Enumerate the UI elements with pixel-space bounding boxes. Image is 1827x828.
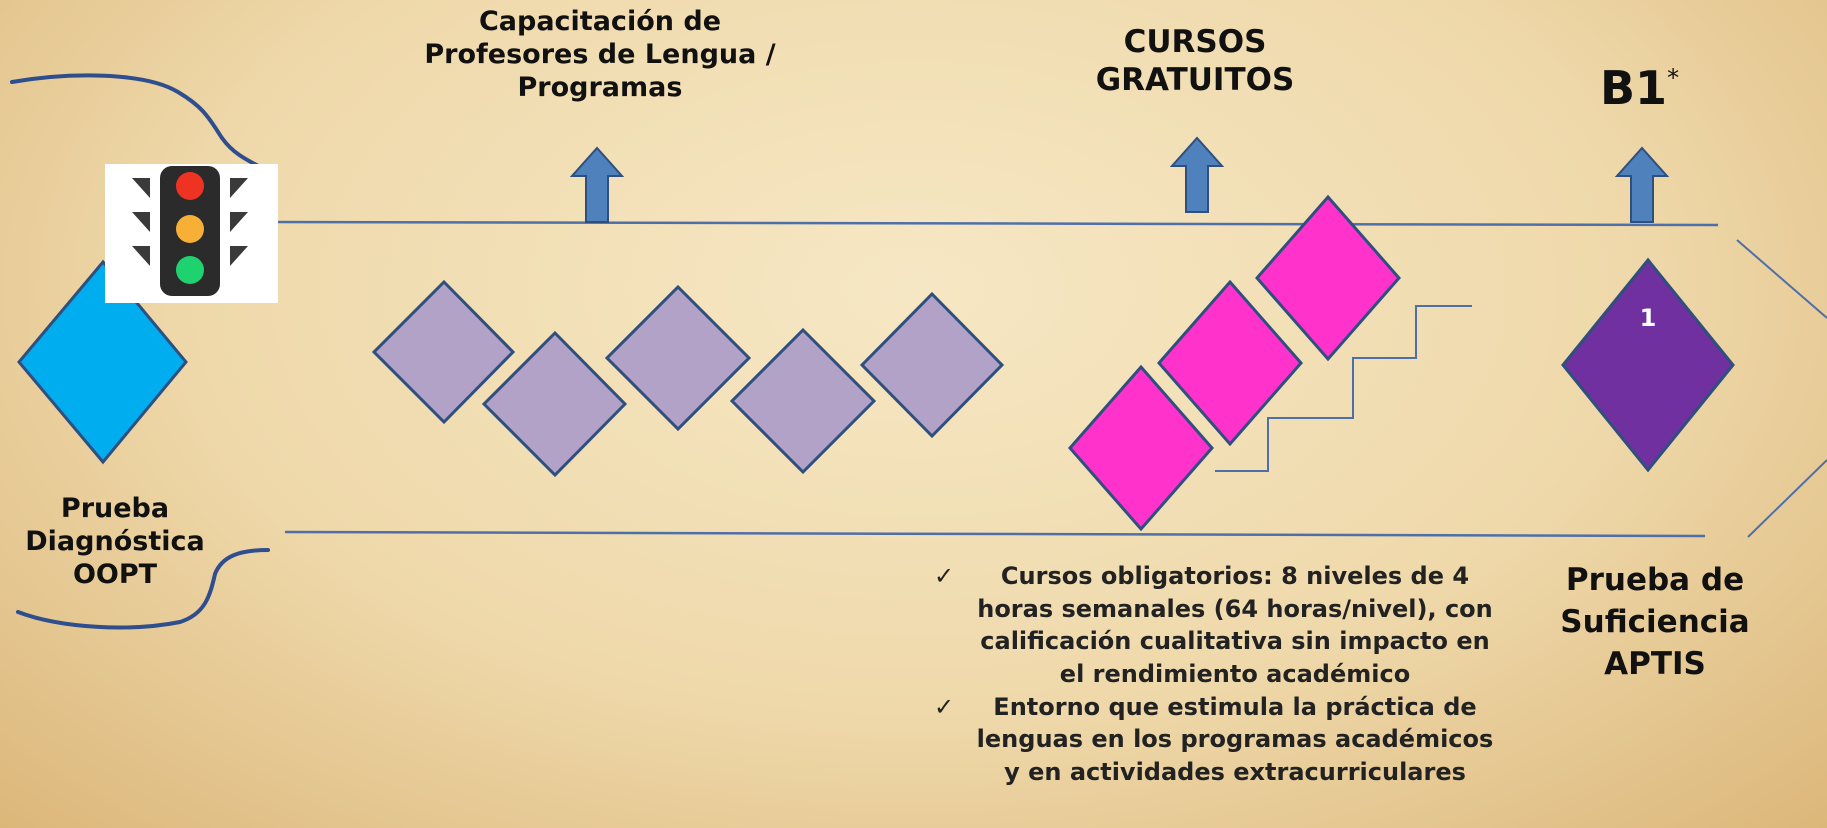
track-bottom-line (284, 530, 1706, 538)
course-level-diamond (481, 330, 628, 478)
aptis-line: Suficiencia (1560, 603, 1750, 640)
chevron-lower-line (1747, 459, 1827, 538)
b1-label: B1* (1600, 60, 1720, 116)
bullet-text: Entorno que estimula la práctica de leng… (976, 692, 1494, 786)
bullet-text: Cursos obligatorios: 8 niveles de 4 hora… (977, 562, 1493, 688)
b1-asterisk: * (1667, 64, 1680, 92)
aptis-line: APTIS (1604, 645, 1706, 682)
up-arrow-icon (1169, 136, 1225, 213)
cursos-gratuitos-label: CURSOS GRATUITOS (1060, 24, 1330, 100)
up-arrow-icon (1614, 146, 1670, 223)
free-course-diamond (1255, 194, 1401, 362)
course-level-diamond (371, 279, 516, 425)
b1-text: B1 (1600, 61, 1668, 115)
cursos-line: GRATUITOS (1095, 61, 1295, 98)
traffic-light-icon (105, 164, 278, 303)
capacitacion-line: Programas (517, 71, 683, 103)
staircase-line (1215, 305, 1472, 472)
course-level-diamond (604, 284, 752, 432)
course-level-diamond (729, 327, 877, 475)
aptis-diamond (1561, 257, 1735, 473)
cursos-line: CURSOS (1123, 24, 1267, 60)
bullet-item: ✓ Entorno que estimula la práctica de le… (934, 691, 1500, 789)
aptis-diamond-number: 1 (1639, 304, 1657, 332)
aptis-test-label: Prueba de Suficiencia APTIS (1510, 560, 1800, 686)
track-top-line (264, 220, 1719, 227)
checkmark-icon: ✓ (934, 692, 955, 721)
up-arrow-icon (569, 146, 625, 223)
capacitacion-label: Capacitación de Profesores de Lengua / P… (405, 6, 795, 105)
diagnostic-line: Diagnóstica (25, 525, 205, 557)
handdrawn-bottom-curve (16, 548, 270, 630)
bullet-list: ✓ Cursos obligatorios: 8 niveles de 4 ho… (934, 560, 1500, 789)
diagnostic-test-label: Prueba Diagnóstica OOPT (10, 493, 220, 592)
free-course-diamond (1068, 364, 1214, 532)
diagnostic-diamond (17, 259, 188, 465)
diagnostic-line: OOPT (72, 558, 158, 590)
free-course-diamond (1157, 279, 1303, 447)
capacitacion-line: Capacitación de (478, 6, 722, 37)
course-level-diamond (859, 291, 1005, 439)
aptis-line: Prueba de (1565, 562, 1745, 598)
capacitacion-line: Profesores de Lengua / (424, 38, 776, 70)
bullet-item: ✓ Cursos obligatorios: 8 niveles de 4 ho… (934, 560, 1500, 691)
diagnostic-line: Prueba (60, 493, 170, 524)
chevron-upper-line (1736, 239, 1827, 319)
checkmark-icon: ✓ (934, 562, 955, 590)
handdrawn-top-curve (10, 73, 264, 170)
